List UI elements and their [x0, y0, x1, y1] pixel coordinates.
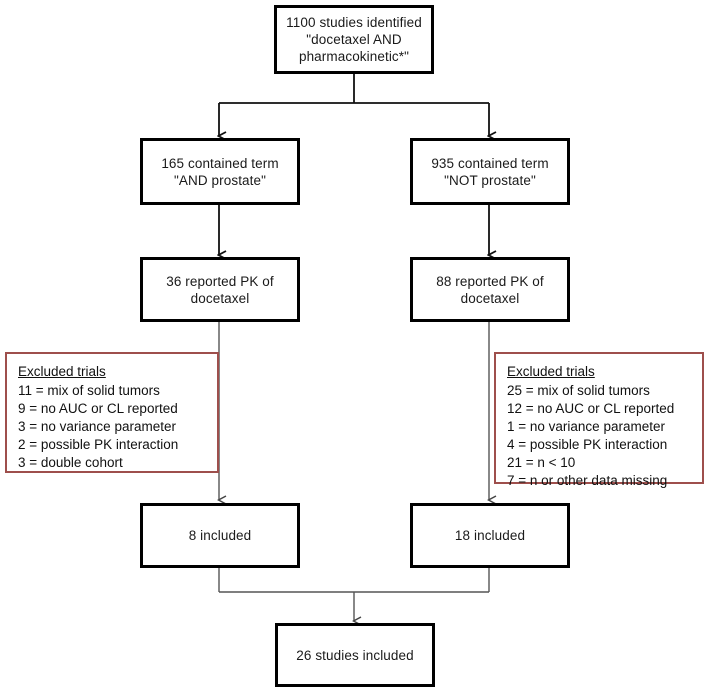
excluded-trials-left-title: Excluded trials — [18, 364, 106, 379]
node-right-included-label: 18 included — [454, 528, 526, 543]
excluded-trials-left-line-1: 9 = no AUC or CL reported — [18, 401, 178, 416]
excluded-trials-right-line-0: 25 = mix of solid tumors — [507, 383, 650, 398]
node-right-pk: 88 reported PK of docetaxel — [410, 257, 570, 322]
node-source-label: 1100 studies identified "docetaxel AND p… — [286, 15, 422, 64]
node-total-included: 26 studies included — [275, 623, 435, 687]
excluded-trials-right: Excluded trials 25 = mix of solid tumors… — [494, 352, 704, 488]
excluded-trials-left-line-0: 11 = mix of solid tumors — [18, 383, 160, 398]
excluded-trials-right-line-5: 7 = n or other data missing — [507, 473, 668, 488]
excluded-trials-right-line-2: 1 = no variance parameter — [507, 419, 665, 434]
excluded-trials-left-line-2: 3 = no variance parameter — [18, 419, 176, 434]
excluded-trials-left-line-4: 3 = double cohort — [18, 455, 123, 470]
excluded-trials-right-line-4: 21 = n < 10 — [507, 455, 576, 470]
excluded-trials-right-title: Excluded trials — [507, 364, 595, 379]
excluded-trials-right-line-3: 4 = possible PK interaction — [507, 437, 668, 452]
node-right-included: 18 included — [410, 503, 570, 568]
node-right-term: 935 contained term "NOT prostate" — [410, 138, 570, 205]
excluded-trials-right-line-1: 12 = no AUC or CL reported — [507, 401, 675, 416]
node-right-term-label: 935 contained term "NOT prostate" — [431, 155, 549, 188]
node-total-included-label: 26 studies included — [296, 647, 414, 663]
node-left-included-label: 8 included — [188, 528, 252, 543]
excluded-trials-left-line-3: 2 = possible PK interaction — [18, 437, 179, 452]
node-left-pk-label: 36 reported PK of docetaxel — [166, 273, 274, 306]
node-left-included: 8 included — [140, 503, 300, 568]
excluded-trials-left: Excluded trials 11 = mix of solid tumors… — [5, 352, 219, 473]
node-source-studies: 1100 studies identified "docetaxel AND p… — [274, 5, 434, 74]
node-left-term: 165 contained term "AND prostate" — [140, 138, 300, 205]
node-left-term-label: 165 contained term "AND prostate" — [161, 155, 279, 188]
node-right-pk-label: 88 reported PK of docetaxel — [436, 273, 544, 306]
node-left-pk: 36 reported PK of docetaxel — [140, 257, 300, 322]
